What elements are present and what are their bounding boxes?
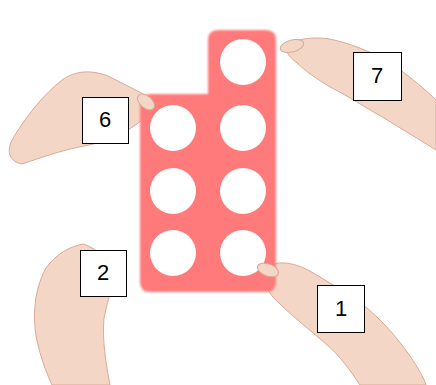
number-card: 2 <box>80 250 127 297</box>
card-number: 6 <box>99 107 111 133</box>
card-number: 7 <box>371 63 383 89</box>
card-number: 2 <box>97 260 109 286</box>
card-number: 1 <box>335 296 347 322</box>
number-card: 6 <box>82 97 129 144</box>
finger <box>256 261 281 280</box>
hand <box>34 244 118 385</box>
hand <box>286 38 436 150</box>
numicon-plate <box>140 30 276 292</box>
finger <box>279 37 305 55</box>
number-card: 7 <box>353 52 402 101</box>
finger <box>134 91 157 113</box>
numicon-holes <box>150 39 266 276</box>
hand <box>264 263 426 385</box>
number-card: 1 <box>317 285 365 333</box>
hand <box>9 72 151 164</box>
